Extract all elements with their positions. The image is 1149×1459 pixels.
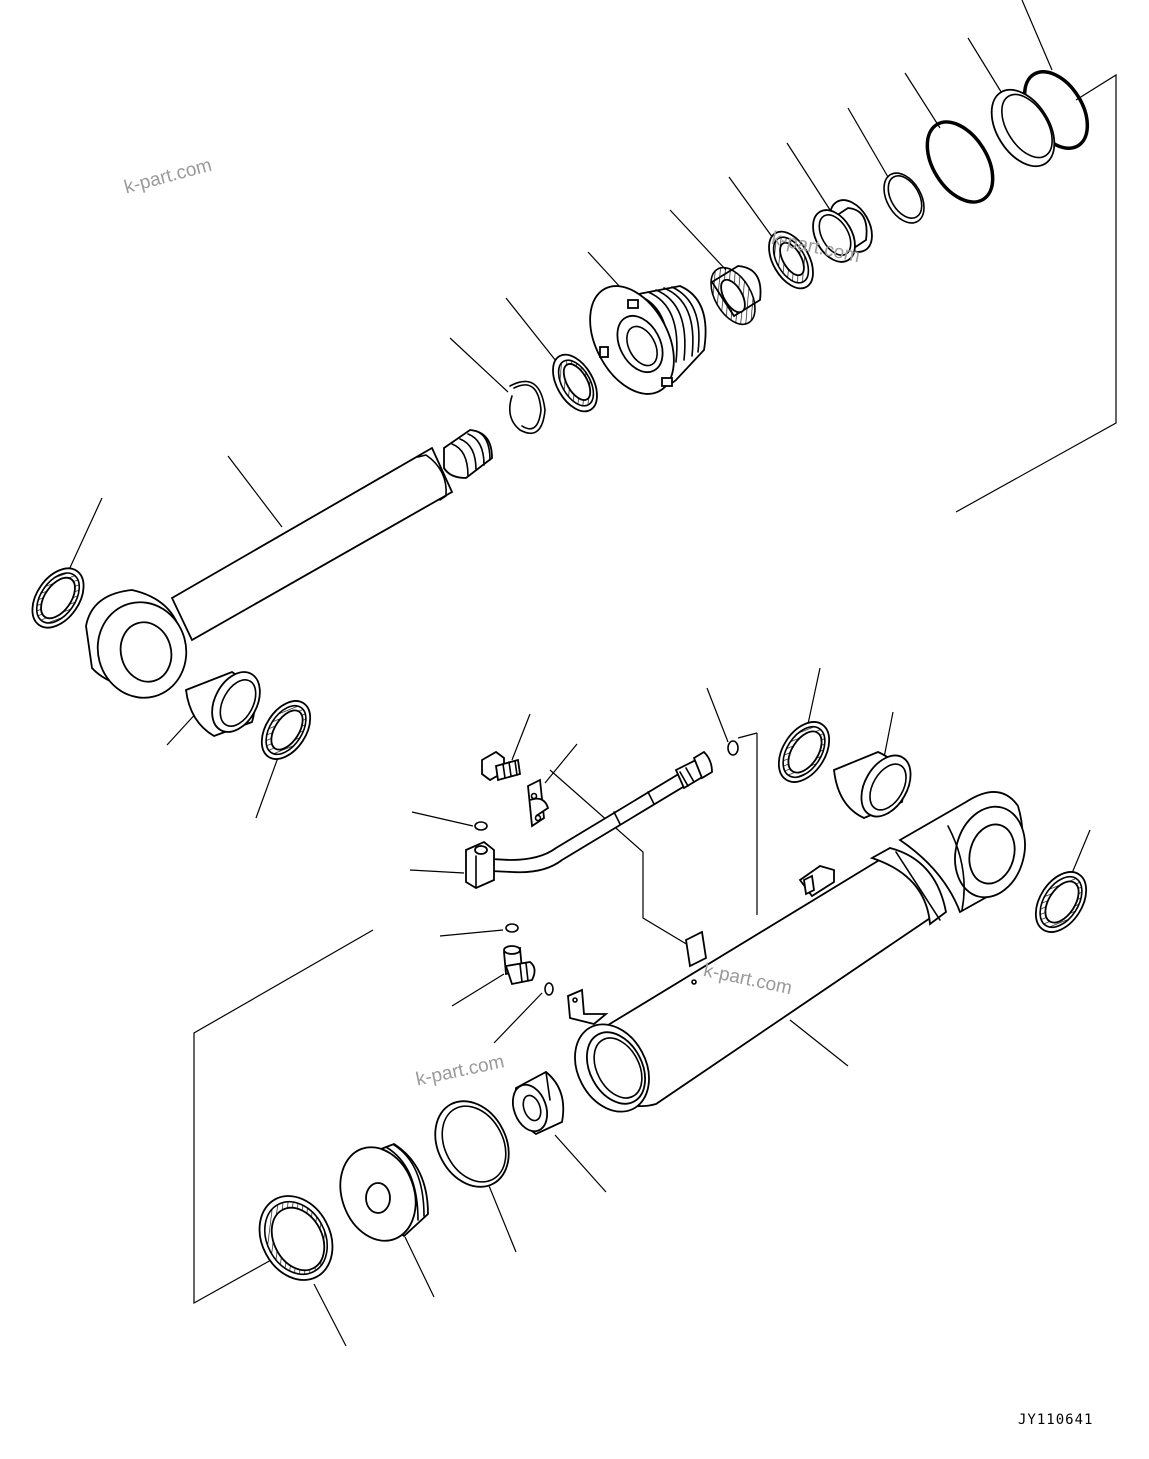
piston-nut bbox=[511, 1070, 565, 1136]
cylinder-head bbox=[589, 285, 707, 395]
o-ring-small-2 bbox=[505, 923, 519, 933]
bolt bbox=[481, 750, 522, 782]
o-ring-small-3 bbox=[727, 740, 739, 756]
snap-ring-head bbox=[509, 380, 546, 435]
wiper-ring bbox=[990, 70, 1090, 168]
dust-seal-rod-right bbox=[260, 700, 312, 760]
snap-ring bbox=[883, 172, 925, 224]
seal-ring-head bbox=[552, 353, 598, 413]
o-ring-small-1 bbox=[474, 821, 488, 831]
cylinder-tube bbox=[567, 791, 1026, 1113]
elbow-fitting bbox=[503, 945, 536, 986]
bushing-rod bbox=[185, 671, 261, 737]
piston-ring bbox=[434, 1100, 510, 1188]
buffer-ring bbox=[768, 230, 814, 290]
clamp bbox=[527, 778, 550, 828]
o-ring-small-4 bbox=[544, 982, 554, 996]
wear-ring bbox=[258, 1195, 334, 1281]
upper-bracket-line bbox=[955, 73, 1117, 513]
piston-rod bbox=[85, 429, 493, 699]
dust-seal-rod-left bbox=[31, 567, 85, 629]
dust-seal-tube-right bbox=[1034, 871, 1088, 933]
rod-packing bbox=[710, 265, 762, 326]
figure-code: JY110641 bbox=[1018, 1412, 1094, 1428]
bushing-tube bbox=[833, 751, 912, 819]
bushing-upper bbox=[812, 199, 873, 263]
leader-lines-lower bbox=[313, 667, 1091, 1347]
pipe-block bbox=[465, 840, 495, 890]
piston bbox=[339, 1142, 429, 1242]
dust-seal-tube-top bbox=[777, 721, 831, 783]
seal-ring bbox=[925, 120, 995, 204]
lower-bracket-lines bbox=[193, 732, 758, 1305]
